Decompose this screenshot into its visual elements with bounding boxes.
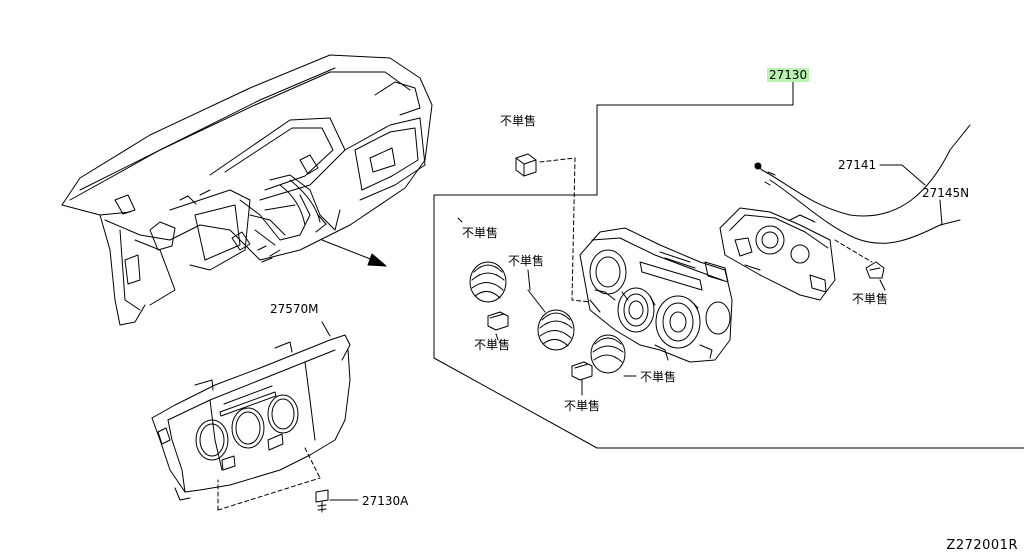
not-sold-label-6: 不単售 <box>564 399 601 413</box>
not-sold-label-5: 不単售 <box>640 370 677 384</box>
not-sold-label-2: 不単售 <box>462 226 499 240</box>
clip-part-top <box>515 153 591 303</box>
label-27141: 27141 <box>838 158 877 172</box>
not-sold-label-3: 不単售 <box>508 254 545 268</box>
small-button-2 <box>571 361 593 396</box>
not-sold-label-1: 不単售 <box>500 114 537 128</box>
knob-1-illustration <box>469 261 507 303</box>
control-unit-illustration <box>579 227 733 363</box>
small-button-1 <box>487 311 509 331</box>
knob-3-illustration <box>590 334 637 377</box>
assembly-frame <box>433 85 1024 449</box>
not-sold-label-4: 不単售 <box>474 338 511 352</box>
figure-code: Z272001R <box>946 538 1018 553</box>
label-27145n: 27145N <box>922 186 970 200</box>
label-27130a: 27130A <box>362 494 409 508</box>
knob-2-illustration <box>527 289 575 351</box>
bezel-illustration <box>151 334 351 511</box>
label-27130: 27130 <box>767 68 810 82</box>
label-27570m: 27570M <box>270 302 319 316</box>
screw-illustration <box>315 489 359 513</box>
rear-panel-illustration <box>719 124 971 301</box>
dashboard-illustration <box>61 54 433 326</box>
clip-part-right <box>865 261 885 279</box>
not-sold-label-7: 不単售 <box>852 292 889 306</box>
label-27130-text: 27130 <box>767 68 810 82</box>
